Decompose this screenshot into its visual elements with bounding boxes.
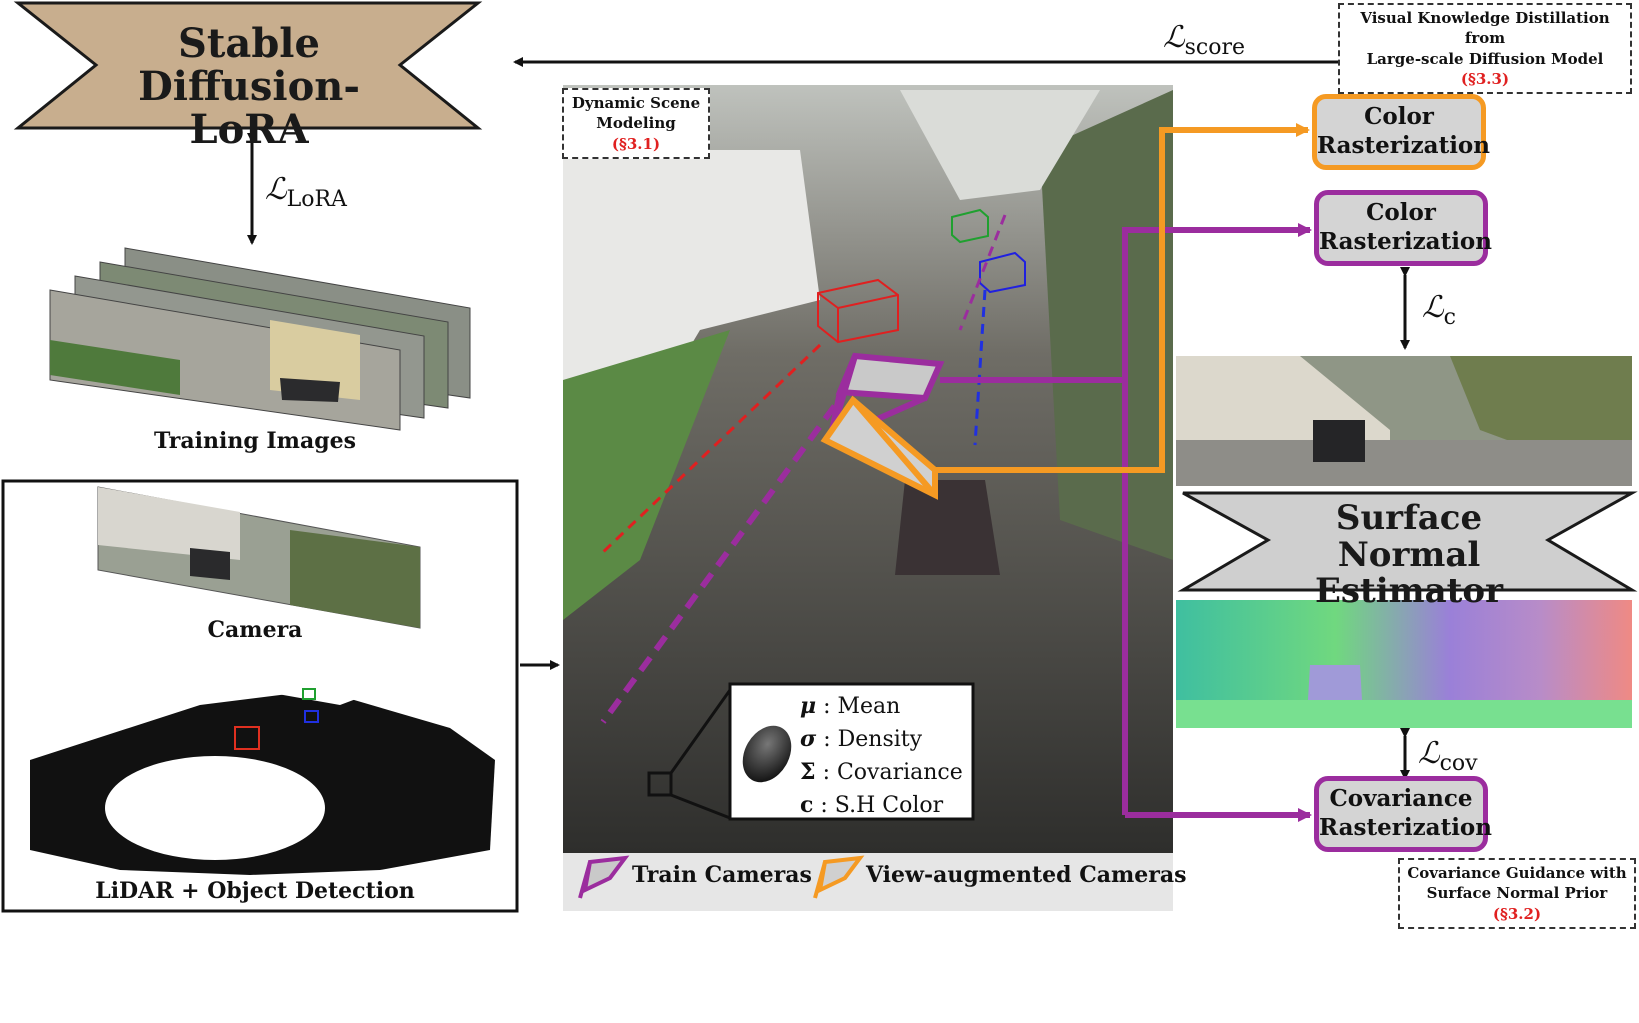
- color-loss: ℒc: [1422, 290, 1456, 330]
- purple-trajectory-top: [958, 214, 1007, 331]
- dyn-note-line1: Dynamic Scene: [571, 94, 701, 112]
- color-mid-line1: Color: [1366, 199, 1436, 227]
- surface-normal-ribbon: [1177, 491, 1638, 592]
- rendered-street-image: [1176, 356, 1632, 486]
- orange-to-color-raster: [935, 123, 1310, 473]
- normal-map-image: [1176, 600, 1632, 728]
- cov-note-ref: (§3.2): [1492, 904, 1542, 923]
- stable-diffusion-ribbon: [13, 1, 483, 130]
- lidar-caption: LiDAR + Object Detection: [95, 878, 415, 904]
- camera-caption: Camera: [207, 617, 303, 643]
- training-images-stack: [49, 247, 471, 431]
- color-mid-line2: Rasterization: [1319, 228, 1492, 255]
- purple-to-color-raster: [1122, 223, 1312, 815]
- training-images-caption: Training Images: [154, 428, 356, 454]
- surface-normal-title: Surface Normal Estimator: [1268, 500, 1550, 610]
- score-loss: ℒscore: [1163, 20, 1246, 60]
- cov-note-line2: Surface Normal Prior: [1426, 884, 1608, 903]
- stable-diffusion-line2: LoRA: [189, 106, 309, 154]
- blue-trajectory: [973, 289, 987, 446]
- stable-diffusion-title: Stable Diffusion- LoRA: [96, 22, 402, 152]
- cov-loss: ℒcov: [1418, 736, 1478, 776]
- color-rasterization-train: Color Rasterization: [1314, 190, 1492, 266]
- legend-train-label: Train Cameras: [632, 862, 812, 888]
- gaussian-params-list: μ : Mean σ : Density Σ : Covariance c : …: [800, 690, 963, 822]
- color-rasterization-augmented: Color Rasterization: [1312, 94, 1490, 170]
- dyn-note-ref: (§3.1): [611, 134, 661, 153]
- param-covariance: Σ : Covariance: [800, 759, 963, 785]
- param-color: c : S.H Color: [800, 792, 944, 818]
- purple-trajectory: [600, 383, 853, 724]
- cov-raster-line1: Covariance: [1329, 785, 1473, 813]
- color-top-line2: Rasterization: [1317, 132, 1490, 159]
- dyn-note-line2: Modeling: [596, 114, 676, 133]
- covariance-rasterization: Covariance Rasterization: [1314, 776, 1492, 852]
- cov-note-line1: Covariance Guidance with: [1407, 864, 1627, 882]
- stable-diffusion-line1: Stable Diffusion-: [138, 20, 360, 111]
- cov-raster-line2: Rasterization: [1319, 814, 1492, 841]
- augmented-camera-frustum: [820, 395, 938, 500]
- zoom-source-box: [647, 771, 673, 797]
- dynamic-scene-note: Dynamic Scene Modeling (§3.1): [562, 88, 710, 159]
- lora-loss: ℒLoRA: [265, 172, 347, 212]
- legend-augmented-icon: [813, 855, 865, 899]
- kd-note-line1: Visual Knowledge Distillation from: [1360, 9, 1610, 48]
- surface-normal-line1: Surface Normal: [1335, 498, 1483, 575]
- camera-image: [97, 486, 421, 629]
- gaussian-ellipsoid: [742, 725, 792, 783]
- param-mean: μ : Mean: [800, 693, 901, 719]
- surface-normal-line2: Estimator: [1315, 571, 1503, 612]
- legend-augmented-label: View-augmented Cameras: [866, 862, 1187, 888]
- legend-train-icon: [578, 855, 630, 899]
- cov-guidance-note: Covariance Guidance with Surface Normal …: [1398, 858, 1636, 929]
- kd-note-ref: (§3.3): [1460, 69, 1510, 88]
- train-camera-frustum: [827, 352, 945, 443]
- kd-note-line2: Large-scale Diffusion Model: [1366, 49, 1604, 68]
- score-arrow-line: [513, 57, 1397, 88]
- kd-note: Visual Knowledge Distillation from Large…: [1338, 3, 1632, 94]
- param-density: σ : Density: [800, 726, 923, 752]
- color-top-line1: Color: [1364, 103, 1434, 131]
- lidar-image: [30, 680, 495, 875]
